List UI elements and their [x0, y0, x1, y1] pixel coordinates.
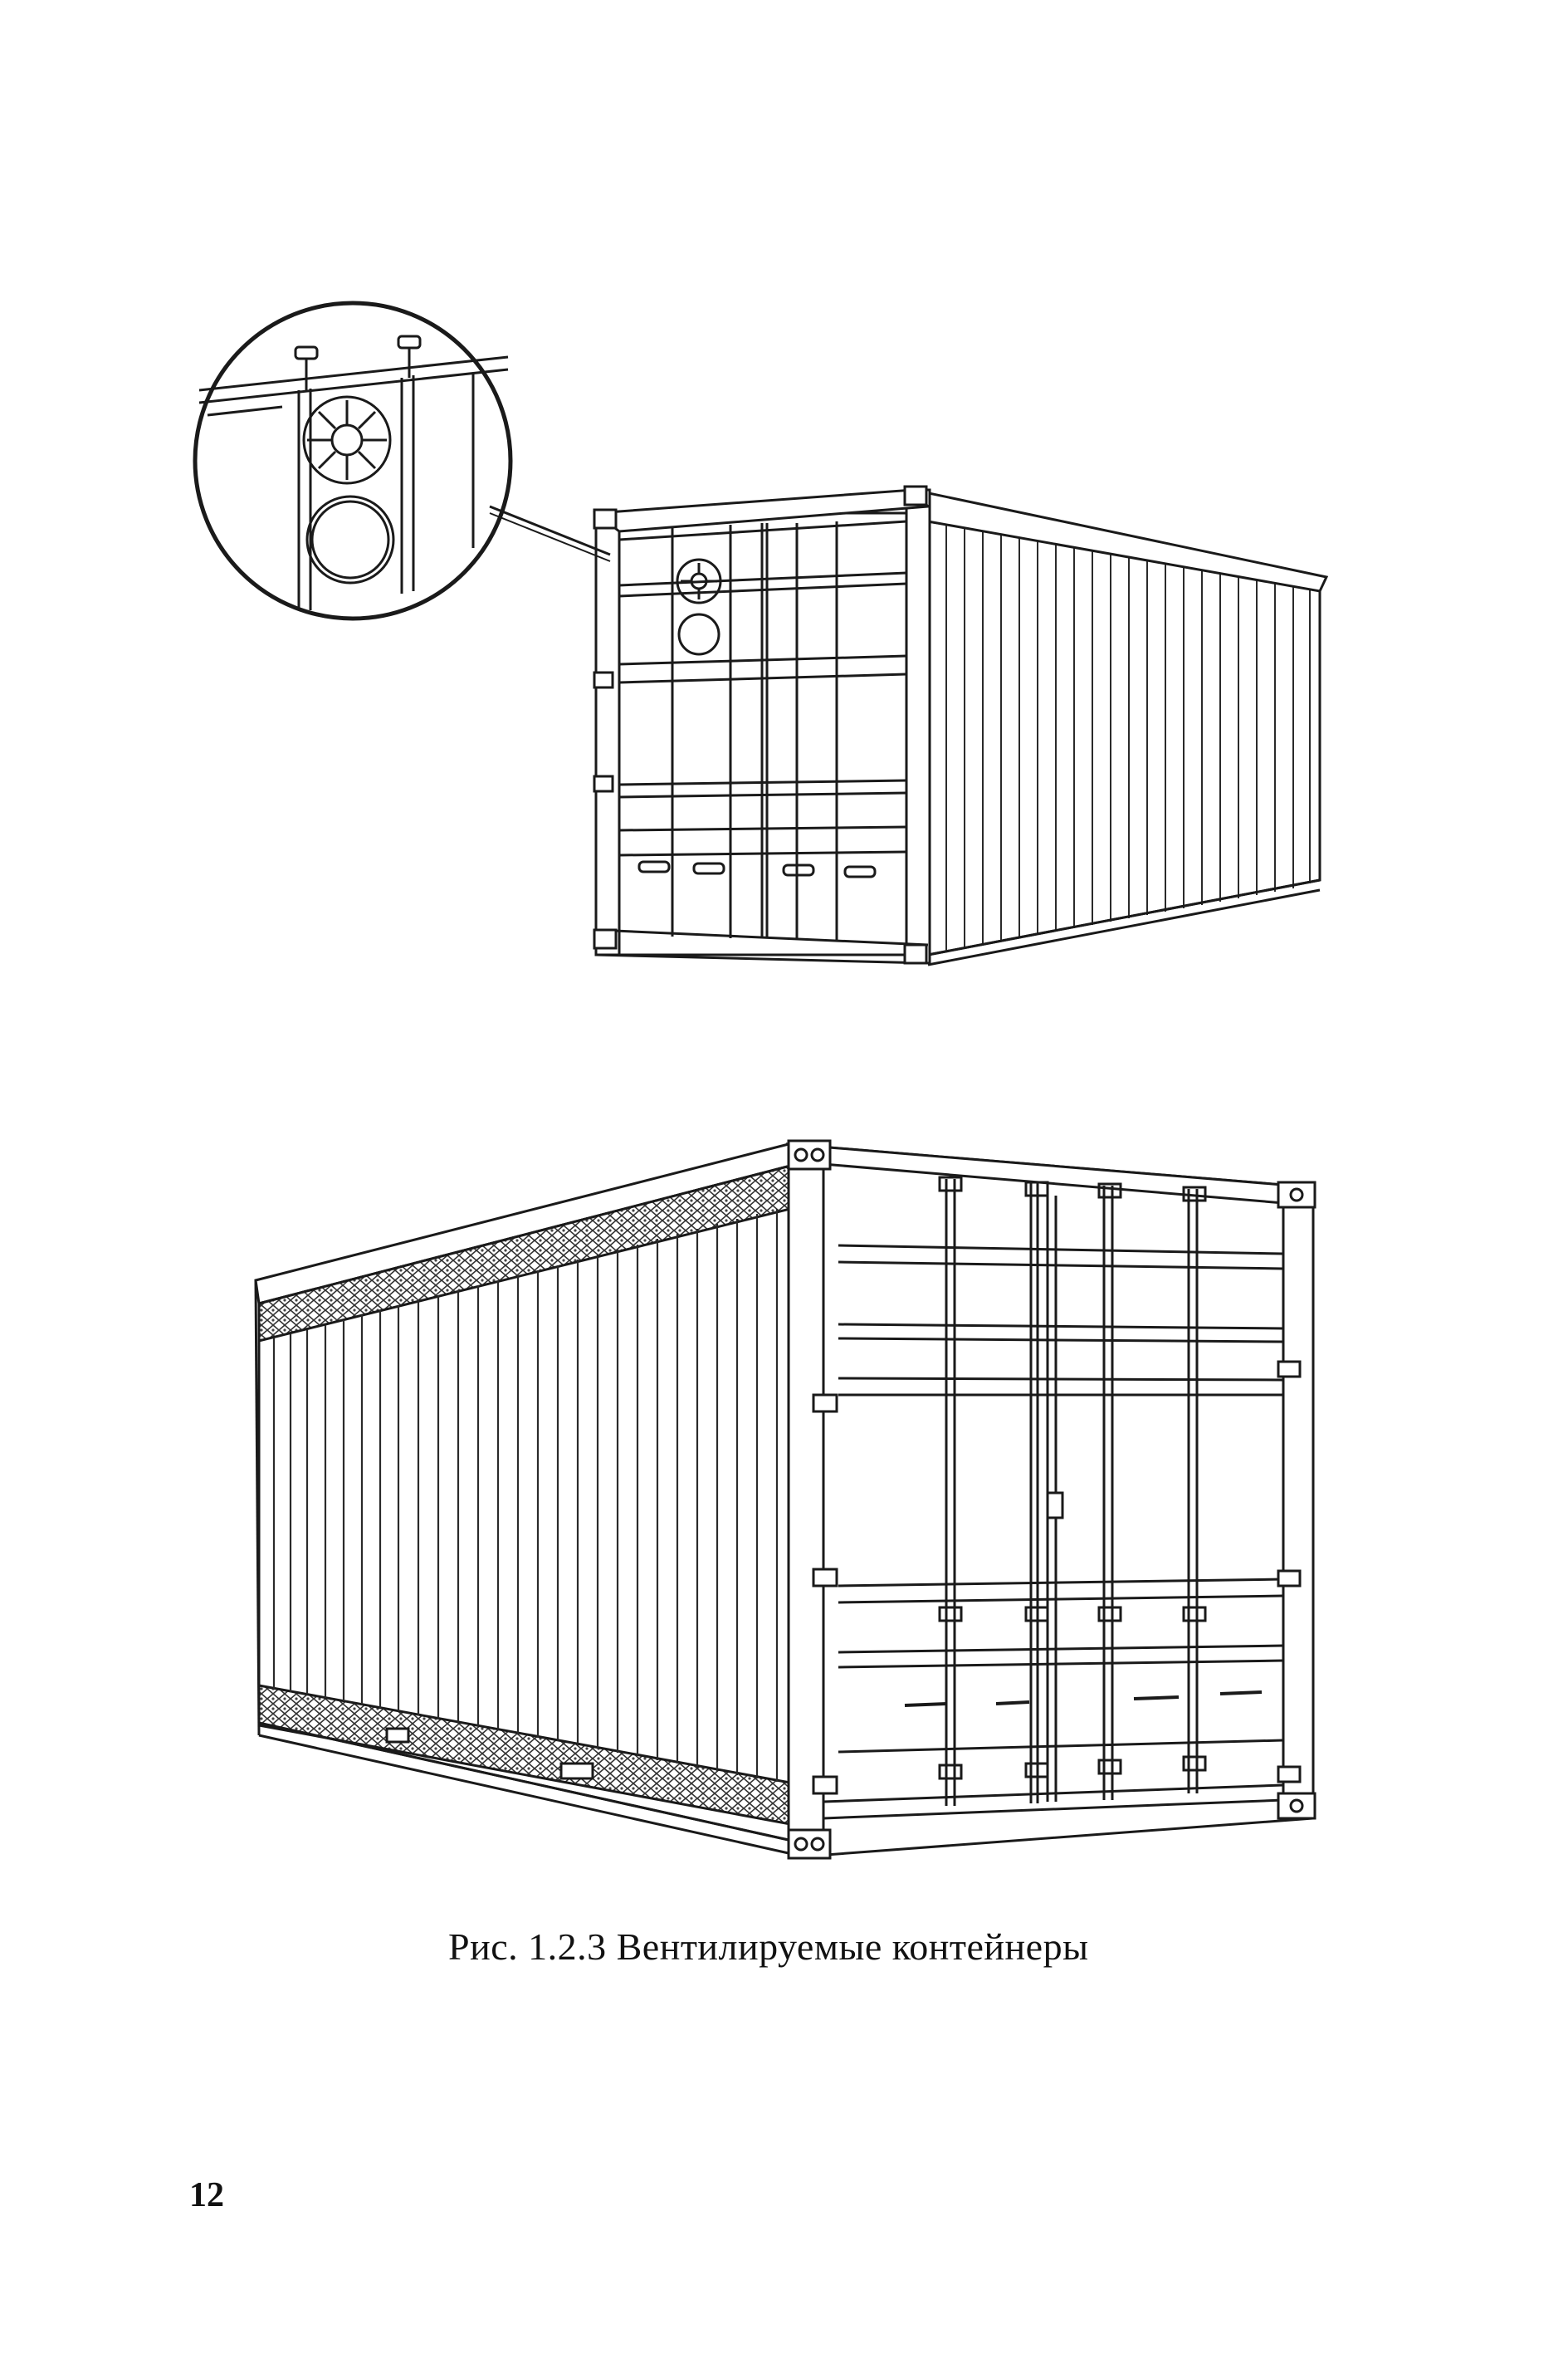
bottom-container-drawing: [256, 1141, 1315, 1858]
figure-caption: Рис. 1.2.3 Вентилируемые контейнеры: [448, 1925, 1089, 1968]
page-number: 12: [189, 2176, 224, 2214]
top-container-drawing: [195, 303, 1326, 965]
